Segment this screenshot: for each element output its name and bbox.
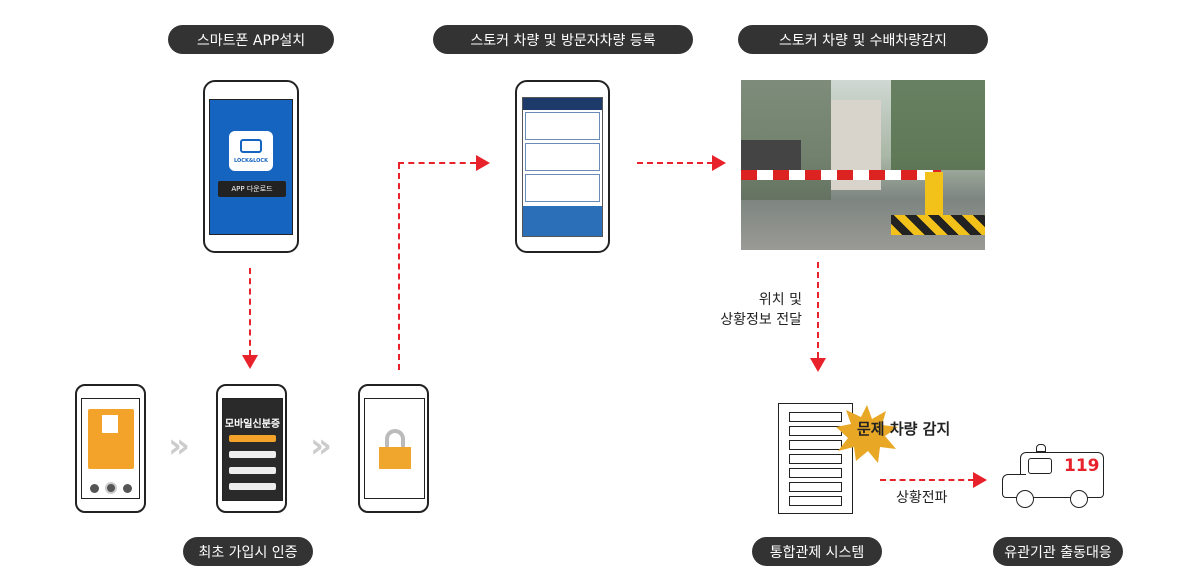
control-system-document-icon (778, 403, 853, 514)
phone-register (515, 80, 610, 253)
mobile-id-title: 모바일신분증 (224, 419, 281, 430)
step-agency-response-label: 유관기관 출동대응 (993, 537, 1123, 566)
step-control-system-label: 통합관제 시스템 (752, 537, 882, 566)
alert-starburst-icon (836, 405, 898, 463)
location-info-line2: 상황정보 전달 (720, 312, 802, 328)
app-screen: LOCK&LOCK APP 다운로드 (209, 99, 293, 235)
arrowhead-right (973, 472, 987, 488)
location-info-line1: 위치 및 (758, 292, 802, 308)
mobile-id-screen: 모바일신분증 (222, 398, 283, 501)
logo-text: LOCK&LOCK (234, 158, 268, 164)
padlock-icon (379, 429, 411, 469)
register-screen (522, 97, 603, 237)
ambulance-number: 119 (1064, 456, 1100, 476)
arrow-auth-to-register-vertical (398, 163, 400, 370)
phone-id-scan (75, 384, 146, 513)
step-detect-label: 스토커 차량 및 수배차량감지 (738, 25, 988, 54)
phone-app-install: LOCK&LOCK APP 다운로드 (203, 80, 299, 253)
propagate-text: 상황전파 (896, 490, 948, 506)
arrowhead-down (810, 358, 826, 372)
phone-mobile-id: 모바일신분증 (216, 384, 287, 513)
lock-and-lock-logo: LOCK&LOCK (229, 131, 273, 171)
scan-screen (81, 398, 140, 499)
arrow-install-to-auth (249, 268, 251, 356)
arrow-control-to-agency (880, 479, 974, 481)
camera-button[interactable] (105, 482, 117, 494)
step-app-install-label: 스마트폰 APP설치 (168, 25, 334, 54)
id-card (88, 409, 134, 469)
phone-lock (358, 384, 429, 513)
problem-detected-text: 문제 차량 감지 (857, 420, 951, 438)
arrowhead-right (712, 155, 726, 171)
arrowhead-right (476, 155, 490, 171)
arrow-register-to-detect (637, 162, 713, 164)
step-register-label: 스토커 차량 및 방문자차량 등록 (433, 25, 693, 54)
parking-gate-photo (741, 80, 985, 250)
step-first-auth-label: 최초 가입시 인증 (183, 537, 313, 566)
arrow-detect-to-control (817, 262, 819, 358)
chevron-right-icon: » (168, 426, 190, 466)
arrowhead-down (242, 355, 258, 369)
app-download-button[interactable]: APP 다운로드 (218, 181, 286, 197)
arrow-auth-to-register-horizontal (398, 162, 476, 164)
chevron-right-icon: » (310, 426, 332, 466)
ambulance-icon: 119 (1000, 440, 1106, 512)
lock-screen (364, 398, 425, 499)
